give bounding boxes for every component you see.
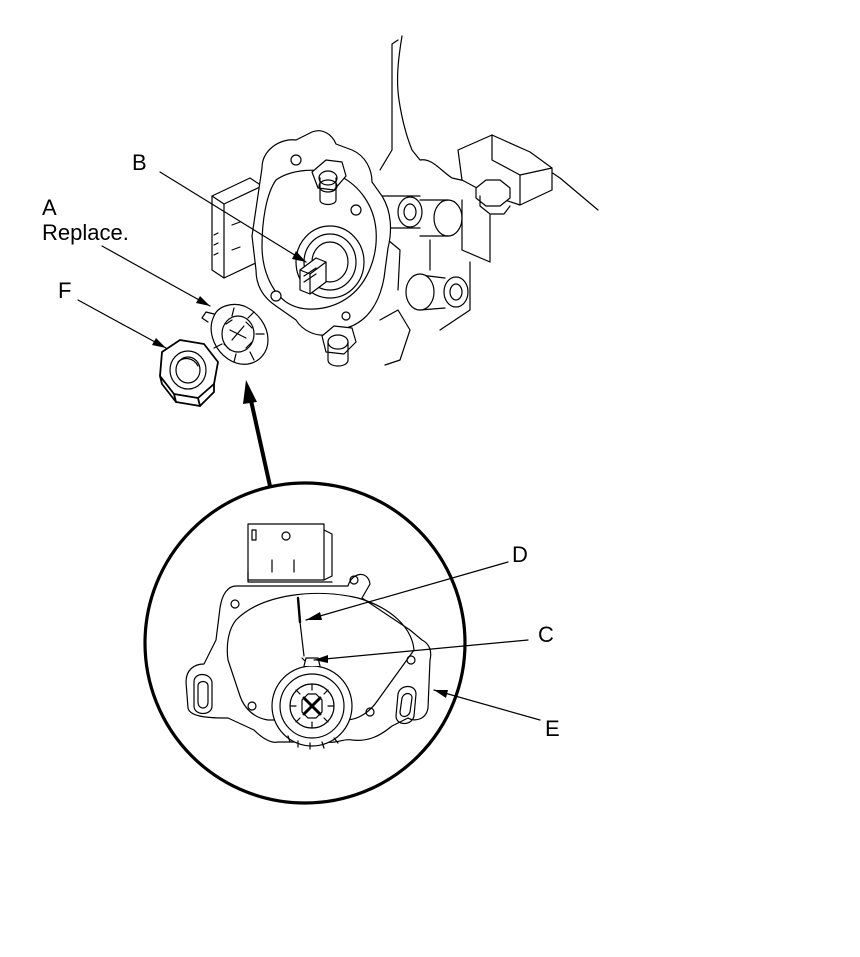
lock-washer xyxy=(201,303,269,365)
callout-label-b: B xyxy=(132,150,147,175)
callout-label-d: D xyxy=(512,542,528,567)
leader-arrowheads-top xyxy=(152,251,306,348)
callout-label-f: F xyxy=(58,278,71,303)
callout-label-a: A xyxy=(42,195,57,220)
leader-arrowheads-detail xyxy=(306,612,448,698)
callout-label-c: C xyxy=(538,622,554,647)
detail-pointer-arrow xyxy=(243,380,272,488)
leader-lines-detail xyxy=(305,561,541,721)
hex-nut xyxy=(159,339,219,407)
callout-note-replace: Replace. xyxy=(42,220,129,245)
detail-view xyxy=(143,481,541,805)
range-switch-installed xyxy=(211,130,392,367)
leader-lines-top xyxy=(77,171,307,349)
range-switch-detail xyxy=(185,523,432,750)
callout-label-e: E xyxy=(545,716,560,741)
transmission-housing xyxy=(371,35,599,366)
